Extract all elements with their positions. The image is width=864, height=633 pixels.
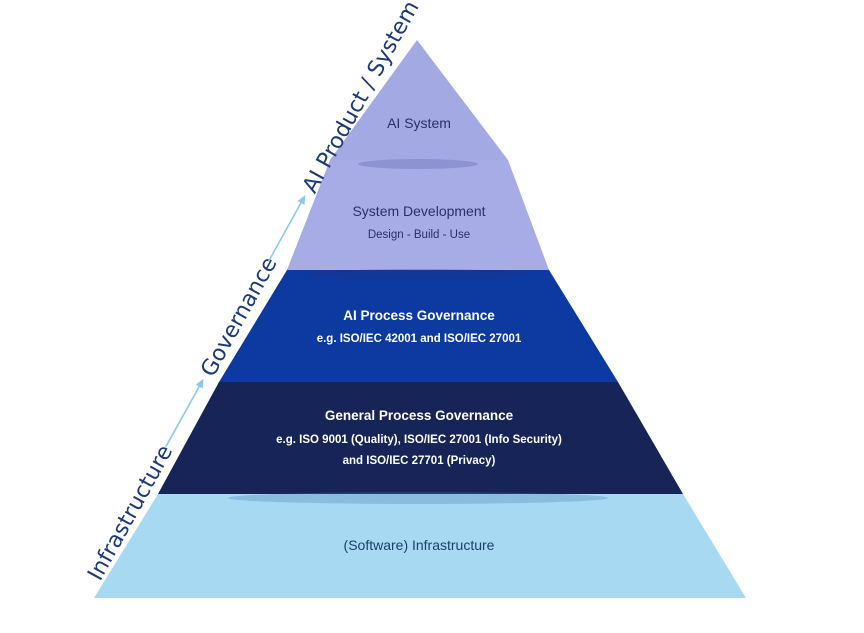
layer-system-development	[287, 160, 549, 270]
layer-subtitle: e.g. ISO/IEC 42001 and ISO/IEC 27001	[317, 333, 522, 345]
layer-texts: AI System System Development Design - Bu…	[276, 115, 562, 553]
layer-subtitle: Design - Build - Use	[368, 229, 470, 241]
layer-title: General Process Governance	[325, 408, 514, 423]
arrow-head-icon	[297, 195, 306, 205]
layer-subtitle-2: and ISO/IEC 27701 (Privacy)	[343, 455, 496, 467]
layer-title: (Software) Infrastructure	[344, 537, 495, 553]
layer-title: AI Process Governance	[343, 308, 495, 323]
layer-title: AI System	[387, 115, 451, 131]
layer-general-process-governance	[158, 382, 683, 494]
pyramid	[94, 40, 746, 598]
arrow-head-icon	[195, 378, 204, 389]
layer-ai-process-governance	[219, 270, 618, 382]
side-arrow-2	[267, 199, 304, 262]
layer-shadow	[308, 269, 528, 279]
layer-ai-system	[330, 40, 508, 160]
layer-shadow	[358, 159, 478, 169]
layer-title: System Development	[352, 203, 485, 219]
side-arrow-1	[165, 383, 202, 448]
layer-software-infrastructure	[94, 494, 746, 598]
layer-subtitle: e.g. ISO 9001 (Quality), ISO/IEC 27001 (…	[276, 434, 562, 446]
layer-shadow	[228, 492, 608, 504]
